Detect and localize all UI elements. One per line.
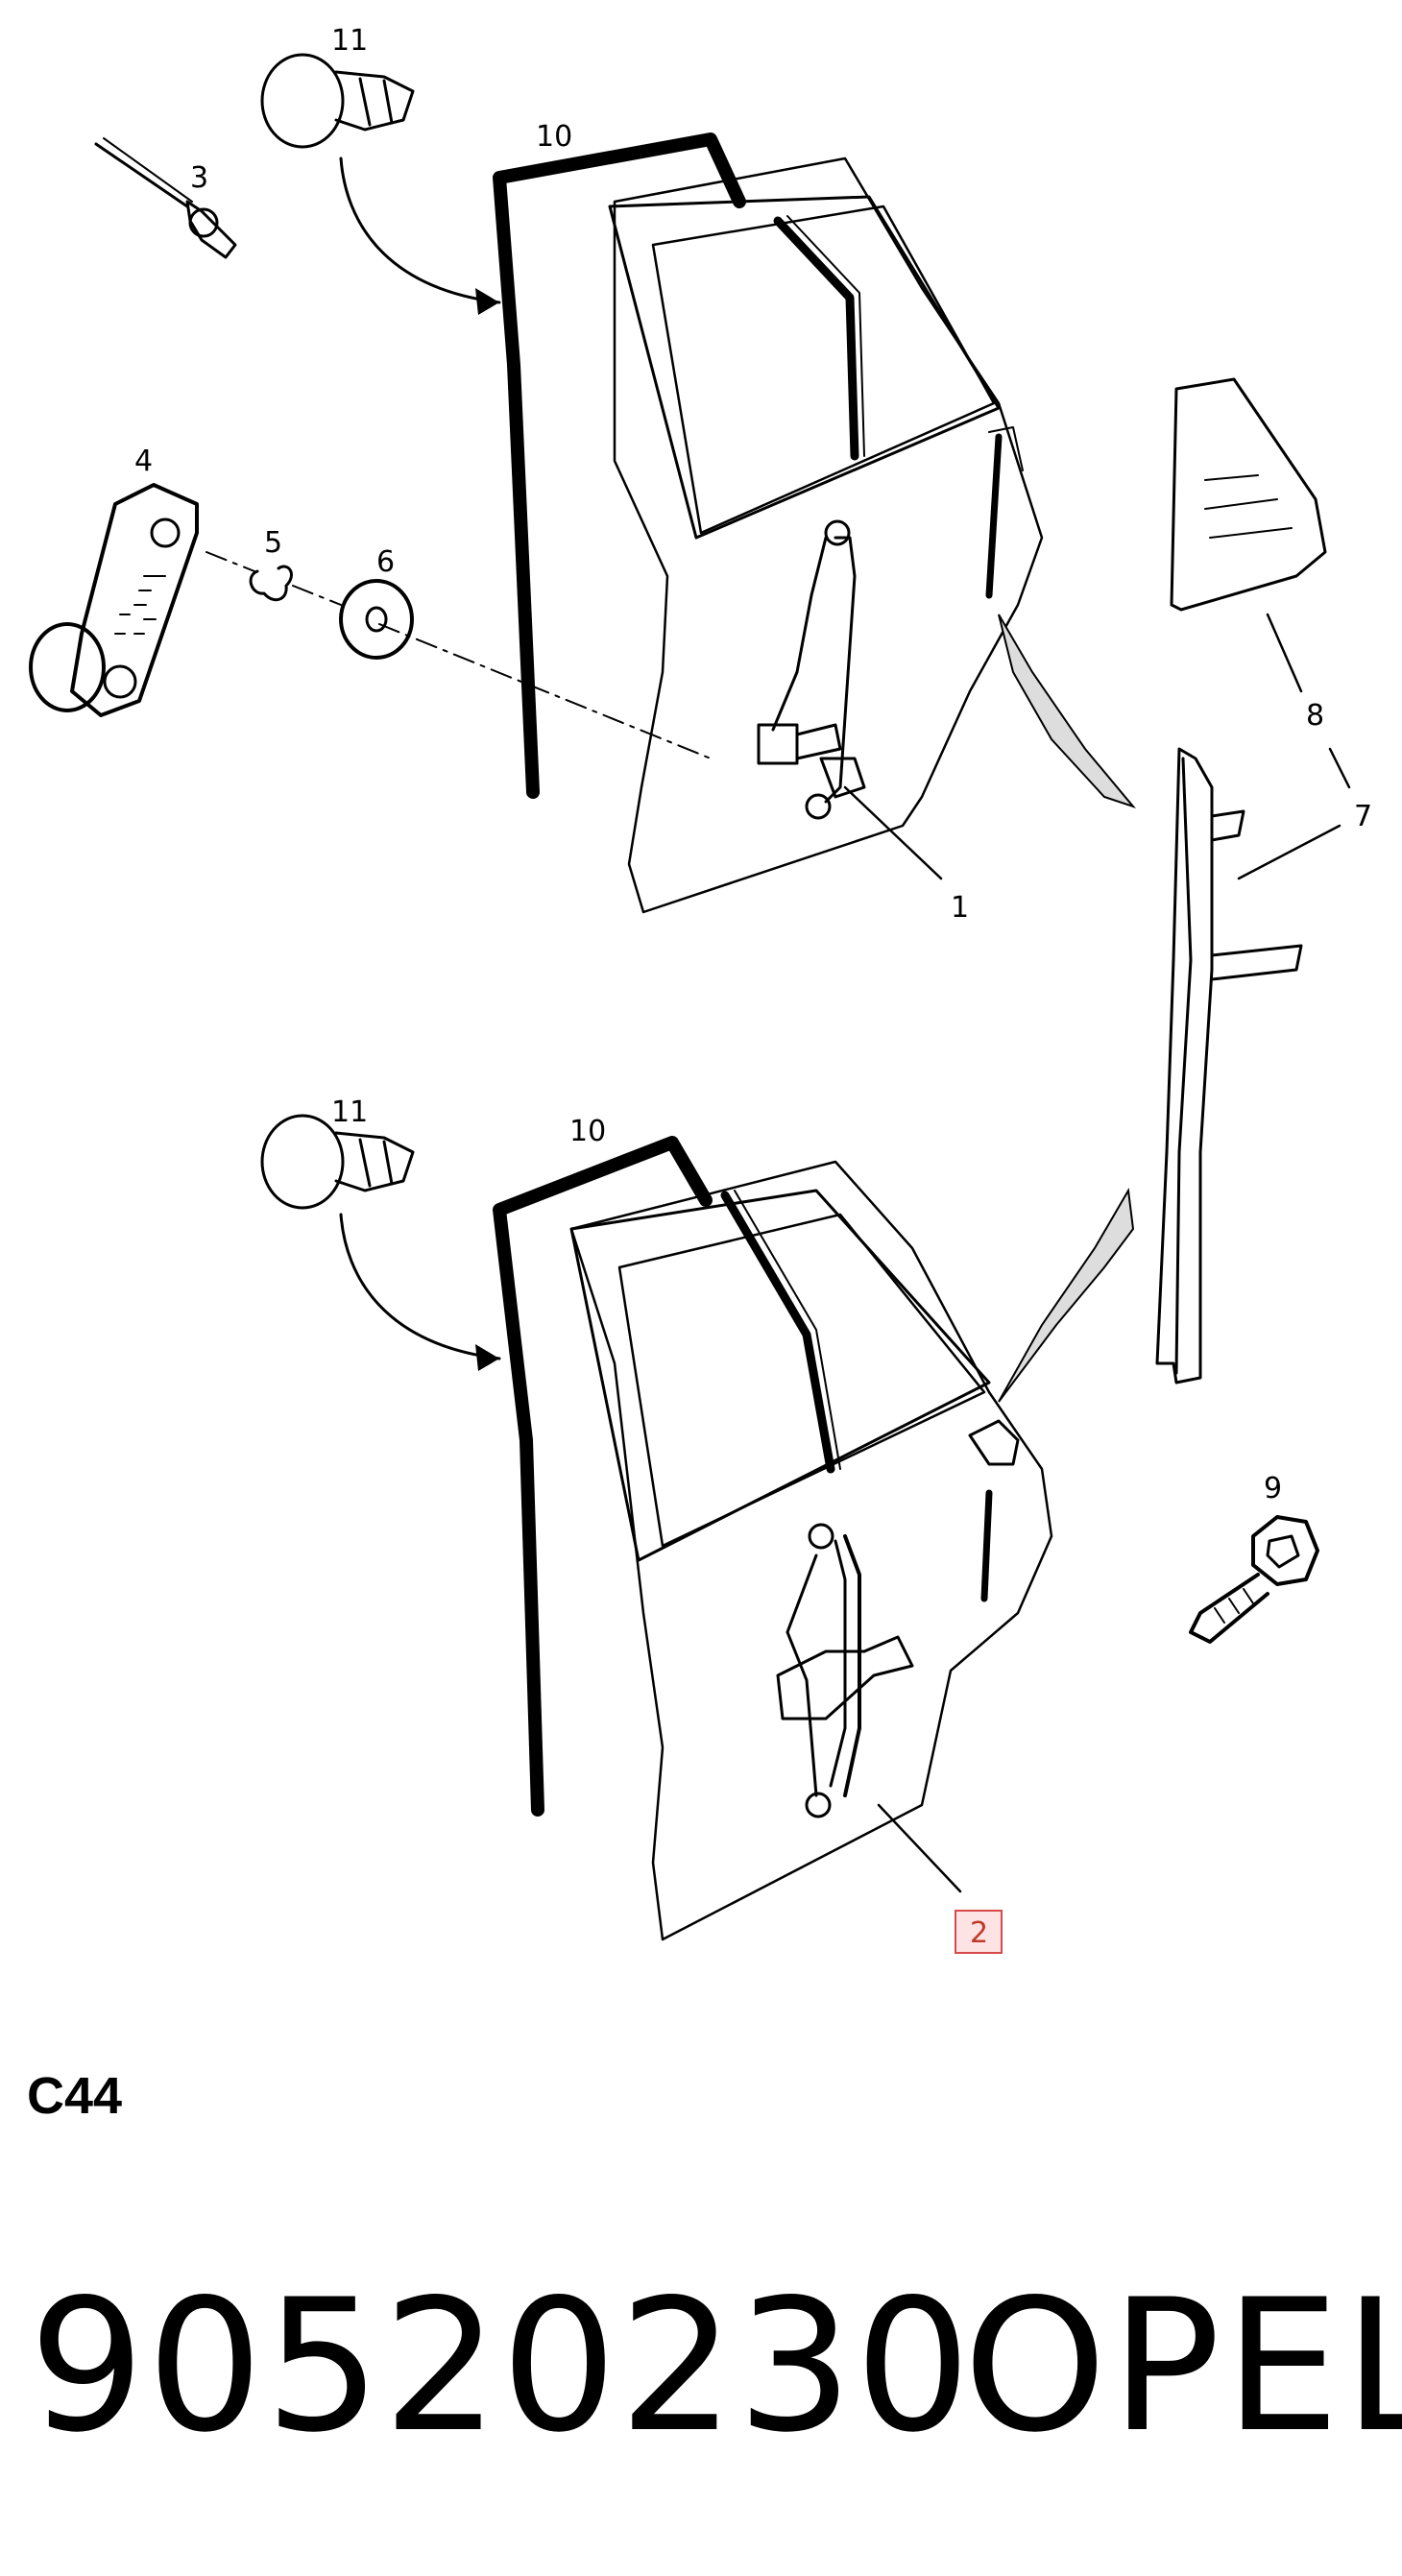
callout-1: 1 [951,891,969,925]
callout-2-highlight[interactable] [955,1910,1003,1954]
rear-trim-7 [1155,747,1303,1384]
brand-name: OPEL [963,2260,1402,2472]
part-number: 90520230 [29,2260,974,2472]
callout-8: 8 [1306,699,1324,733]
screw-9 [1189,1515,1319,1644]
callout-5: 5 [264,526,282,560]
clip-5 [249,565,293,602]
callout-4: 4 [134,445,153,478]
arrow-11-upper [339,156,501,304]
cap-8 [1170,377,1327,612]
callout-11-upper: 11 [331,24,368,58]
clip-11-lower [260,1114,415,1210]
callout-9: 9 [1264,1472,1282,1505]
upper-door-assembly [378,156,1137,914]
washer-6 [339,579,414,660]
callout-3: 3 [190,161,208,195]
callout-11-lower: 11 [331,1095,368,1129]
section-code: C44 [27,2067,123,2125]
lower-door-assembly [569,1160,1135,1941]
weatherstrip-10-lower [493,1136,713,1817]
callout-10-lower: 10 [569,1115,606,1148]
handle-4 [29,483,199,717]
callout-6: 6 [376,545,395,579]
callout-10-upper: 10 [536,120,572,154]
clip-11-upper [260,53,415,149]
callout-2[interactable]: 2 [970,1916,988,1950]
callout-7: 7 [1354,800,1372,833]
rivet-3 [94,137,237,259]
arrow-11-lower [339,1213,501,1360]
